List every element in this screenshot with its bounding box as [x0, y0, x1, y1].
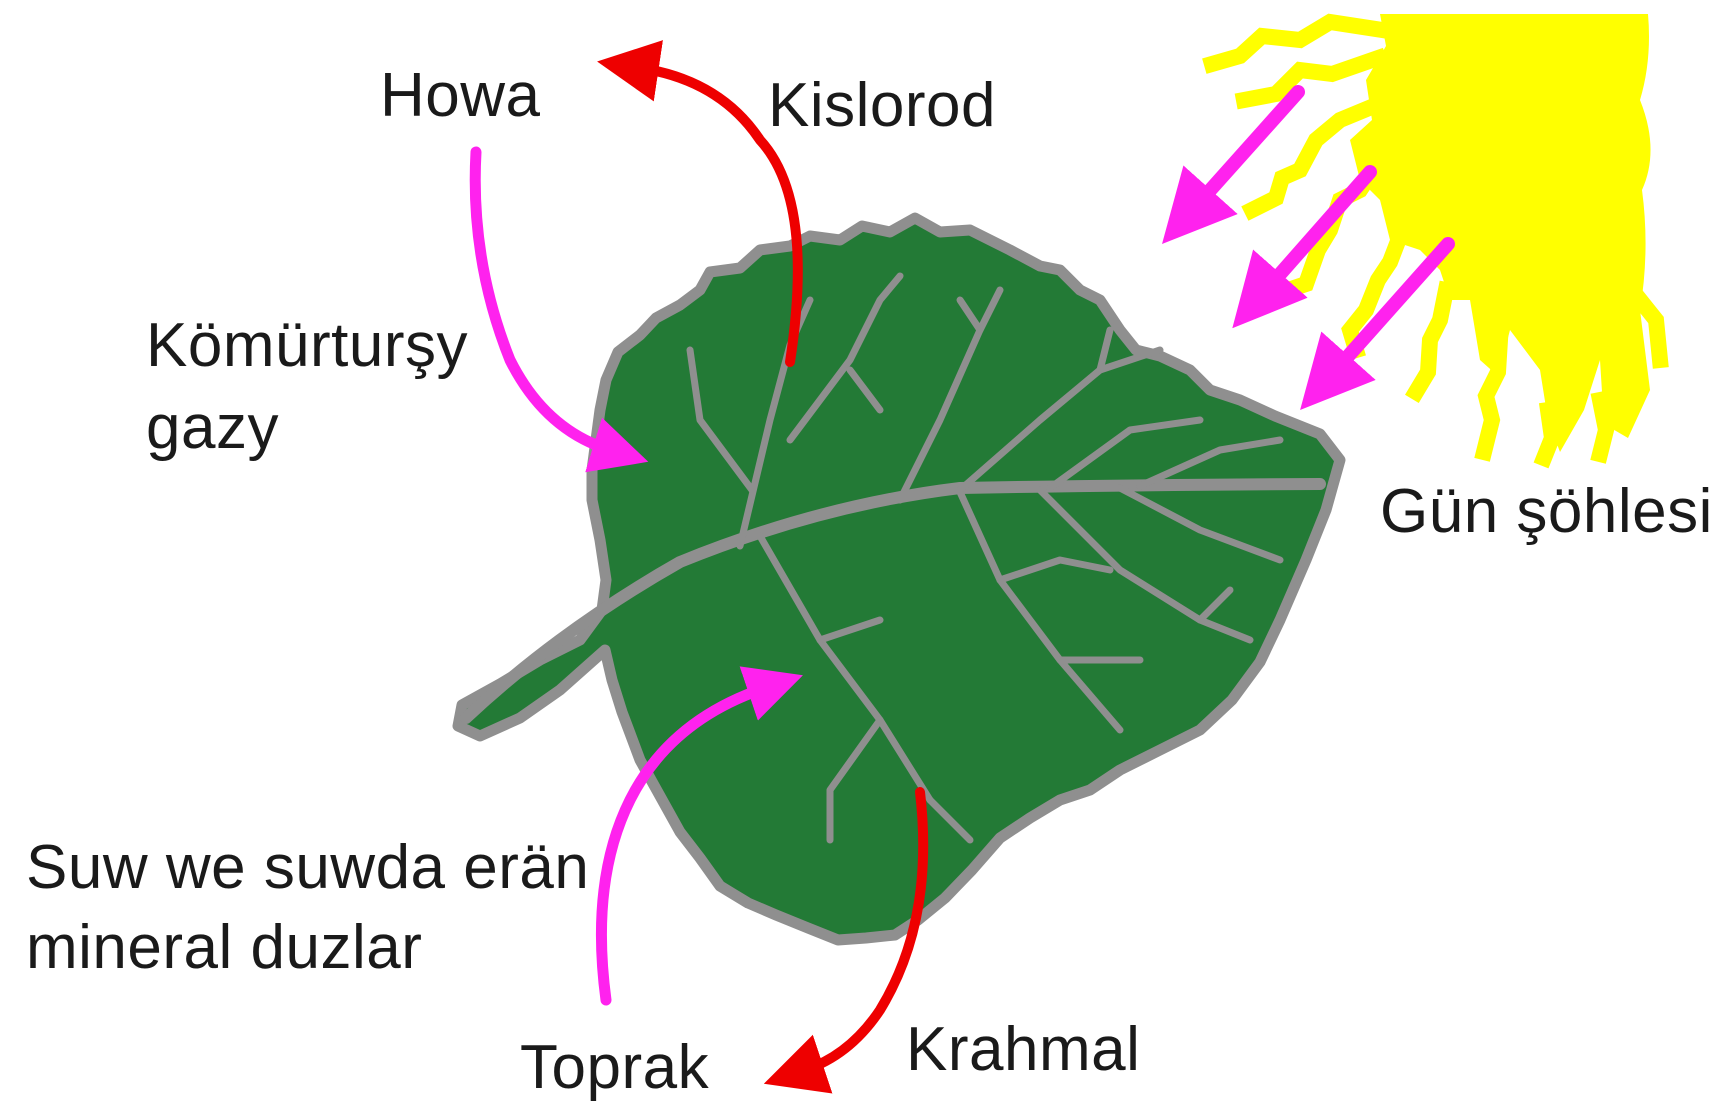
label-water-line2: mineral duzlar — [26, 912, 422, 984]
label-water-line1: Suw we suwda erän — [26, 832, 589, 904]
leaf — [458, 218, 1340, 940]
label-sunlight: Gün şöhlesi — [1380, 476, 1713, 548]
label-co2-line1: Kömürturşy — [146, 310, 468, 382]
label-air: Howa — [380, 60, 541, 132]
leaf-blade — [458, 218, 1340, 940]
sun-icon — [1212, 14, 1660, 458]
label-oxygen: Kislorod — [768, 70, 996, 142]
co2-input-arrow — [475, 152, 610, 450]
label-starch: Krahmal — [906, 1014, 1140, 1086]
label-soil: Toprak — [520, 1032, 709, 1104]
label-co2-line2: gazy — [146, 392, 279, 464]
